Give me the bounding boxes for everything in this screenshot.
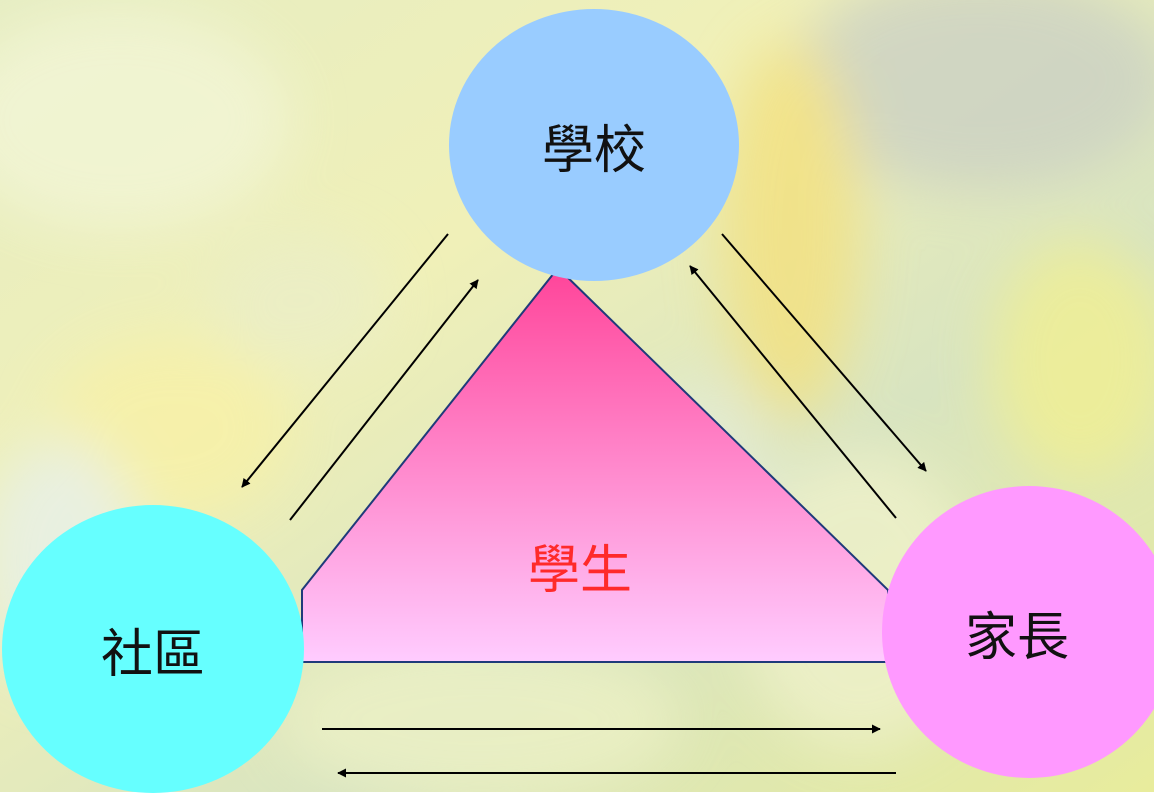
arrow-parents-to-school <box>689 265 897 519</box>
node-community-label: 社區 <box>100 624 205 685</box>
arrow-school-to-community <box>241 233 449 488</box>
center-label-student: 學生 <box>527 540 632 601</box>
node-parents: 家長 <box>882 486 1154 778</box>
node-school: 學校 <box>449 9 739 281</box>
node-parents-label: 家長 <box>964 607 1069 668</box>
node-community: 社區 <box>2 505 304 793</box>
node-school-label: 學校 <box>541 120 646 181</box>
arrow-school-to-parents <box>721 233 927 472</box>
arrow-community-to-school <box>289 279 479 521</box>
student-triangle <box>301 266 889 663</box>
